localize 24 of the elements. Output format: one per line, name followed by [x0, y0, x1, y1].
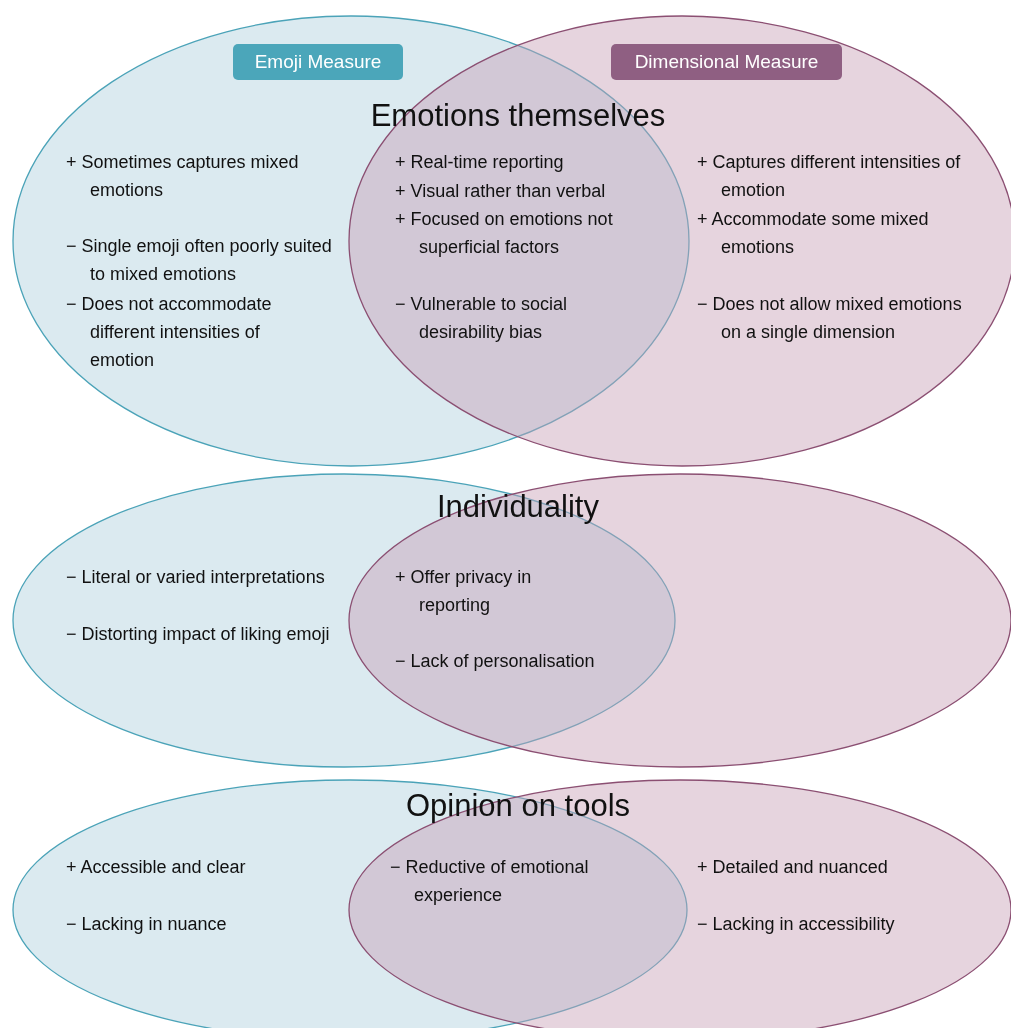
pro-con-item: + Detailed and nuanced	[697, 856, 889, 879]
section-heading: Emotions themselves	[370, 97, 666, 135]
category-tag: Emoji Measure	[233, 44, 403, 80]
category-tag: Dimensional Measure	[611, 44, 842, 80]
pro-con-item: + Real-time reporting	[395, 151, 565, 174]
pro-con-item: − Reductive of emotional experience	[390, 856, 590, 907]
pro-con-item: + Accessible and clear	[66, 856, 247, 879]
venn-ellipse	[348, 473, 1011, 768]
pro-con-item: − Distorting impact of liking emoji	[66, 623, 331, 646]
pro-con-item: + Offer privacy in reporting	[395, 566, 533, 617]
pro-con-item: − Lack of personalisation	[395, 650, 596, 673]
pro-con-item: − Does not allow mixed emotions on a single dimension	[697, 293, 963, 344]
pro-con-item: − Vulnerable to social desirability bias	[395, 293, 568, 344]
pro-con-item: + Sometimes captures mixed emotions	[66, 151, 300, 202]
pro-con-item: + Accommodate some mixed emotions	[697, 208, 930, 259]
venn-ellipse	[12, 473, 676, 768]
pro-con-item: + Focused on emotions not superficial factors	[395, 208, 614, 259]
pro-con-item: − Literal or varied interpretations	[66, 566, 326, 589]
pro-con-item: + Visual rather than verbal	[395, 180, 607, 203]
pro-con-item: − Lacking in accessibility	[697, 913, 896, 936]
pro-con-item: − Lacking in nuance	[66, 913, 228, 936]
pro-con-item: − Single emoji often poorly suited to mixed emotions	[66, 235, 333, 286]
pro-con-item: − Does not accommodate different intensities of emotion	[66, 293, 273, 372]
pro-con-item: + Captures different intensities of emotion	[697, 151, 962, 202]
